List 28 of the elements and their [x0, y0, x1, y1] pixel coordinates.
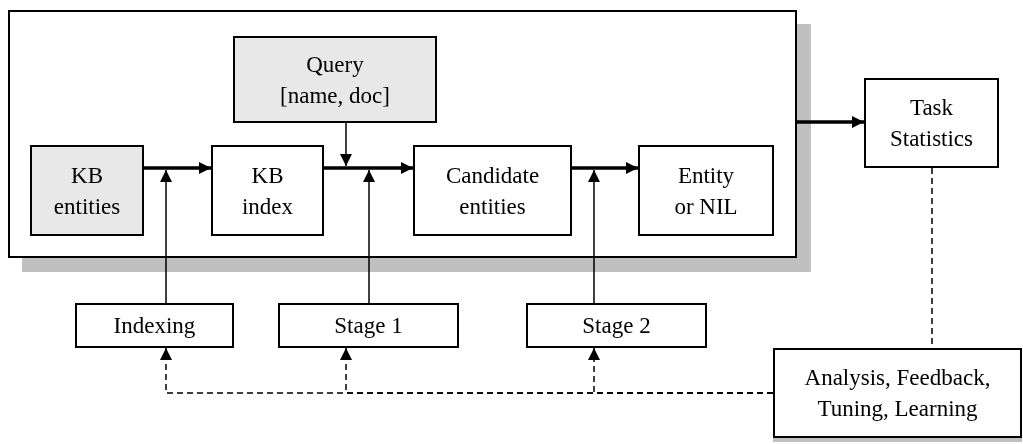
- arrow: [588, 347, 774, 394]
- box-label: KB index: [240, 161, 295, 221]
- arrow: [324, 162, 413, 174]
- box-label: Analysis, Feedback, Tuning, Learning: [803, 364, 992, 423]
- arrow: [144, 162, 211, 174]
- box-label: Task Statistics: [888, 94, 975, 153]
- box-label: Entity or NIL: [673, 161, 739, 221]
- box-label: Indexing: [113, 312, 196, 340]
- arrow: [363, 169, 375, 304]
- box-label: Stage 1: [334, 312, 403, 340]
- process-box: [526, 303, 707, 348]
- arrow: [588, 169, 600, 304]
- process-box: [638, 145, 774, 236]
- process-box: [864, 78, 999, 168]
- process-box: [233, 36, 437, 123]
- process-box: [413, 145, 572, 236]
- box-label: Query [name, doc]: [279, 50, 391, 110]
- process-box: [75, 303, 234, 348]
- arrow: [340, 122, 352, 167]
- box-label: Candidate entities: [444, 161, 541, 221]
- process-box: [278, 303, 459, 348]
- arrow: [572, 162, 638, 174]
- arrow: [797, 116, 864, 128]
- process-box: [30, 145, 144, 236]
- box-label: KB entities: [52, 161, 122, 221]
- arrow: [160, 169, 172, 304]
- box-label: Stage 2: [582, 312, 651, 340]
- process-box: [211, 145, 324, 236]
